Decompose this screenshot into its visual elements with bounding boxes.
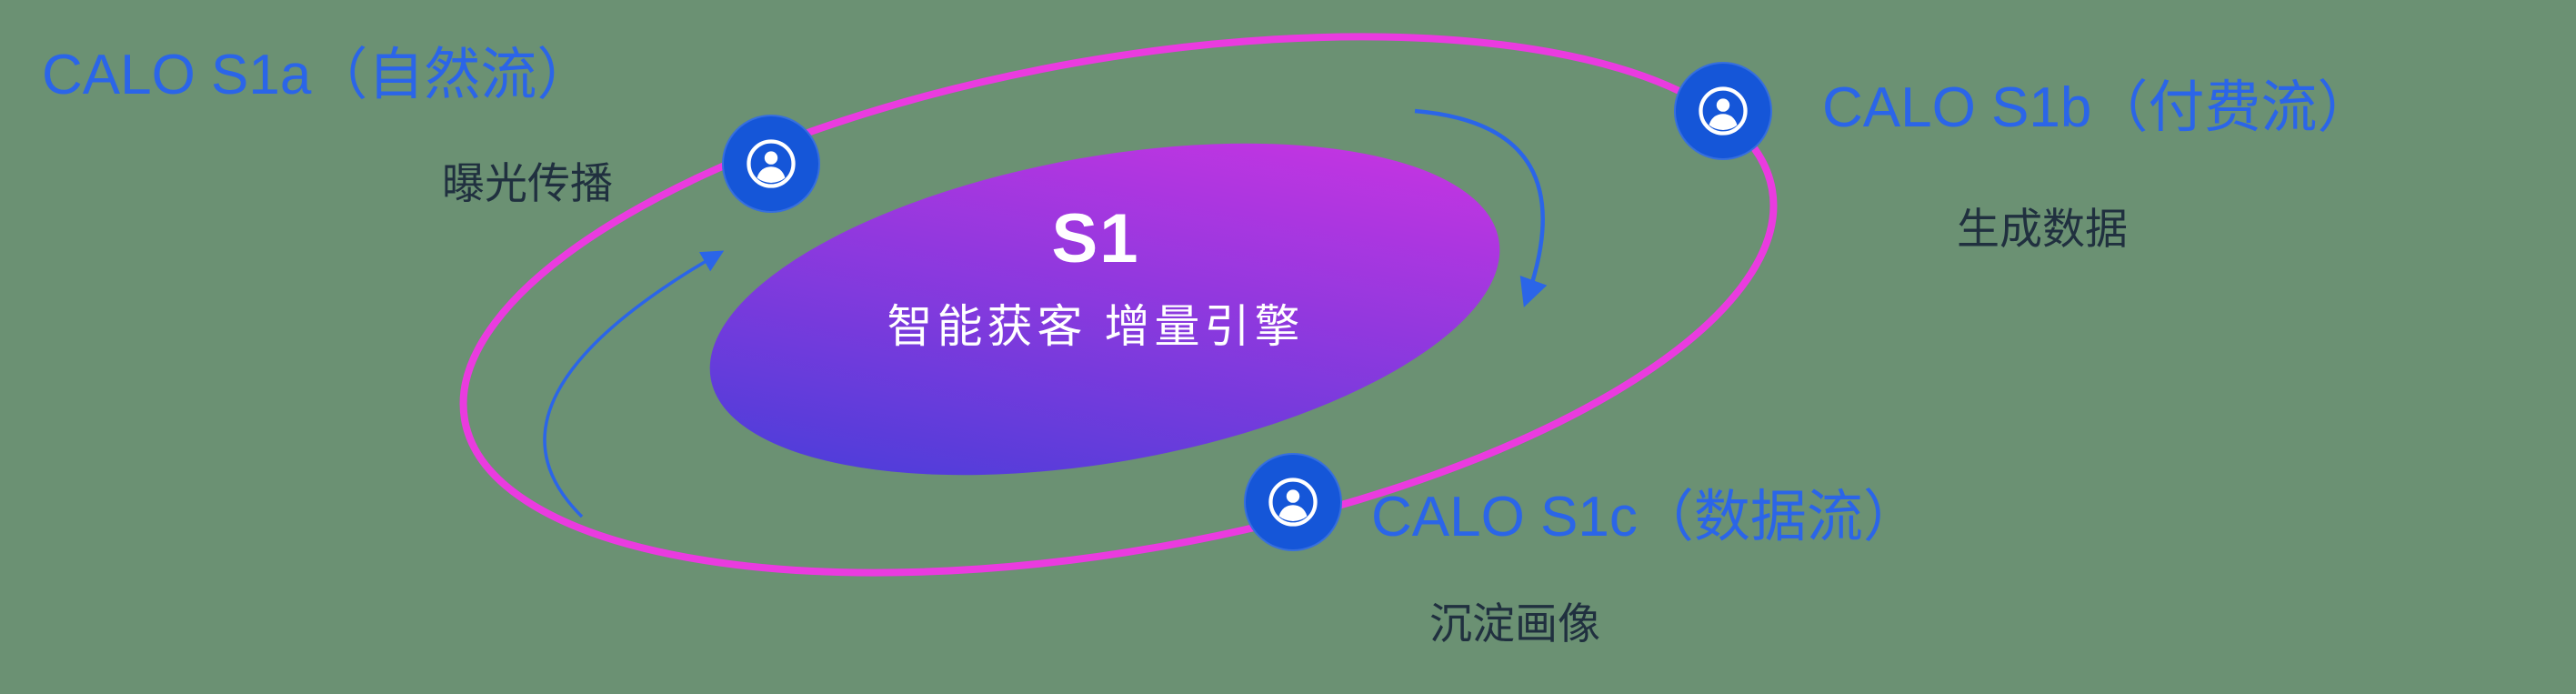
node-subtitle-s1a: 曝光传播 <box>442 159 613 207</box>
node-badge-s1a <box>722 115 820 213</box>
node-subtitle-s1b: 生成数据 <box>1957 205 2128 253</box>
core-title: S1 <box>1051 200 1140 277</box>
node-badge-s1b <box>1674 62 1772 160</box>
right-curved-arrow <box>1414 108 1548 307</box>
core-subtitle: 智能获客 增量引擎 <box>887 301 1305 352</box>
node-title-s1c: CALO S1c（数据流） <box>1371 486 1919 548</box>
user-icon <box>747 139 796 188</box>
user-icon <box>1268 478 1318 527</box>
orbit-ring <box>459 33 1778 577</box>
node-subtitle-s1c: 沉淀画像 <box>1429 599 1600 648</box>
user-icon <box>1699 86 1748 136</box>
node-title-s1b: CALO S1b（付费流） <box>1822 76 2374 139</box>
node-badge-s1c <box>1244 453 1342 551</box>
node-title-s1a: CALO S1a（自然流） <box>42 44 594 106</box>
left-curved-arrow <box>543 250 725 518</box>
core-ellipse <box>709 143 1500 476</box>
core-label-group: S1 智能获客 增量引擎 <box>887 205 1305 356</box>
